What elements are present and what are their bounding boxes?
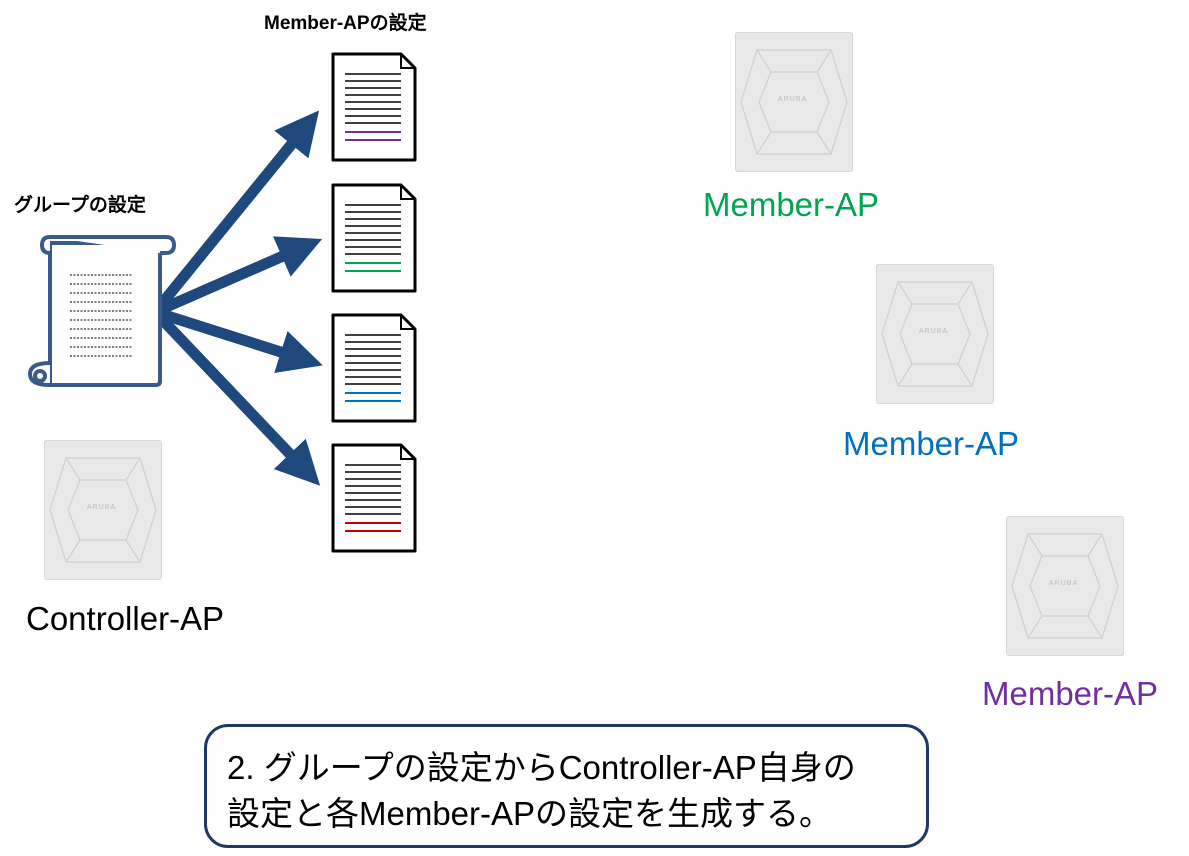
info-line-1: 2. グループの設定からController-AP自身の [227, 749, 856, 786]
member-config-document-4 [331, 443, 417, 553]
brand-logo: ARUBA [778, 96, 808, 103]
arrow-to-doc-2 [152, 236, 323, 318]
member-ap-device-2: ARUBA [876, 264, 994, 404]
arrow-to-doc-3 [153, 306, 323, 373]
brand-logo: ARUBA [87, 504, 117, 511]
controller-ap-label: Controller-AP [26, 600, 225, 637]
arrow-to-doc-4 [151, 308, 321, 486]
arrow-to-doc-1 [150, 110, 320, 316]
info-line-2: 設定と各Member-APの設定を生成する。 [227, 795, 833, 832]
member-ap-label-3: Member-AP [982, 675, 1159, 712]
member-ap-device-1: ARUBA [735, 32, 853, 172]
member-config-title: Member-APの設定 [264, 13, 427, 34]
member-ap-label-2: Member-AP [843, 425, 1020, 462]
member-ap-device-3: ARUBA [1006, 516, 1124, 656]
member-config-document-3 [331, 313, 417, 423]
brand-logo: ARUBA [1049, 580, 1079, 587]
group-config-title: グループの設定 [14, 195, 146, 216]
brand-logo: ARUBA [919, 328, 949, 335]
member-config-document-1 [331, 52, 417, 162]
member-config-document-2 [331, 183, 417, 293]
info-box: 2. グループの設定からController-AP自身の 設定と各Member-… [204, 724, 929, 848]
member-ap-label-1: Member-AP [703, 186, 880, 223]
scroll-icon [28, 235, 176, 387]
controller-ap-device: ARUBA [44, 440, 162, 580]
